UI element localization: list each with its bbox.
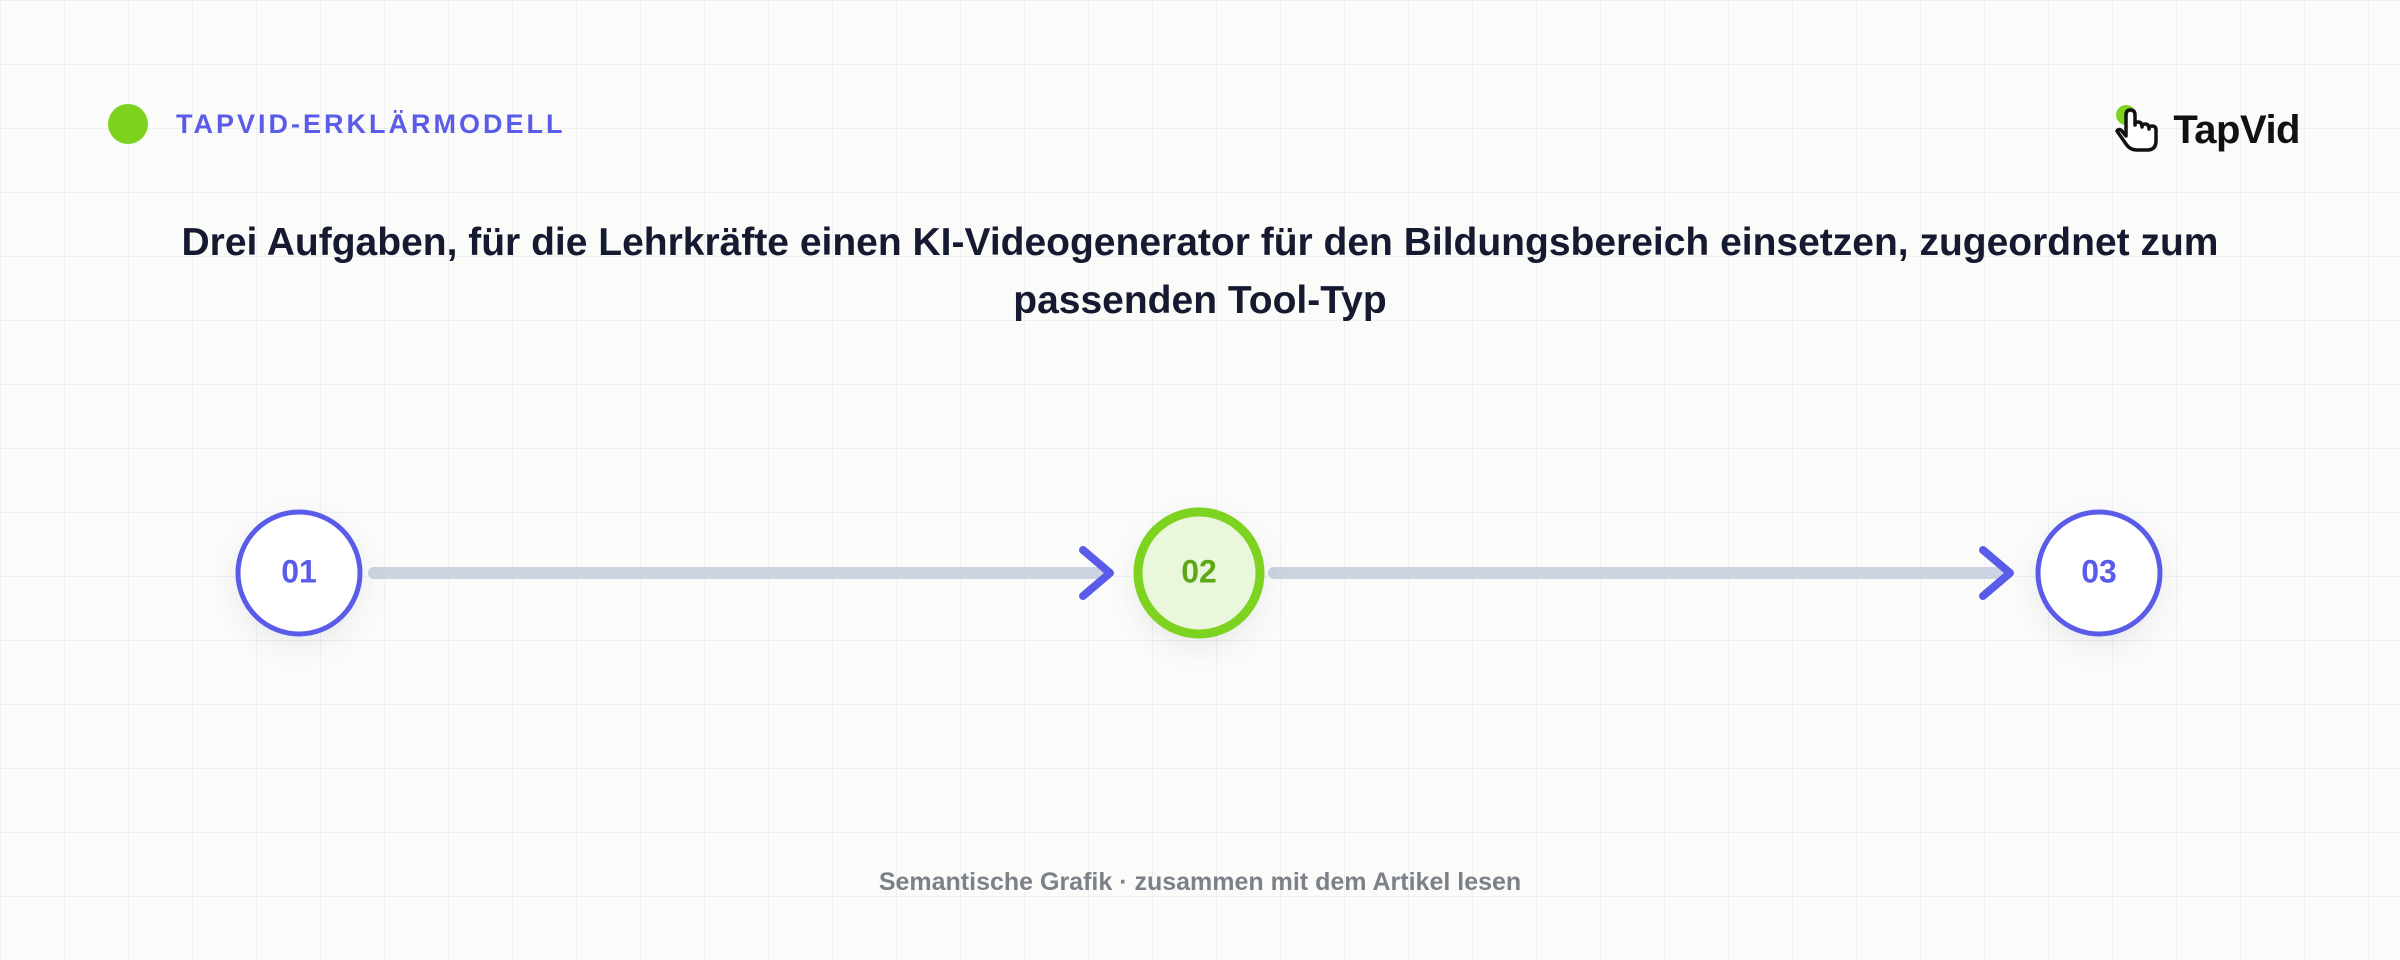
logo-wordmark: TapVid [2173, 107, 2300, 152]
step-node-circle [1133, 507, 1265, 639]
eyebrow-dot [108, 104, 148, 144]
connector-2-3 [1268, 546, 2014, 600]
step-node-circle [2035, 509, 2163, 637]
step-node-circle [235, 509, 363, 637]
brand-logo: TapVid [2111, 100, 2300, 160]
eyebrow-label: TAPVID-ERKLÄRMODELL [176, 108, 566, 139]
pointing-hand-icon [2115, 105, 2159, 152]
eyebrow: TAPVID-ERKLÄRMODELL [108, 104, 565, 144]
step-node-label: 03 [2081, 553, 2117, 589]
step-node-label: 01 [281, 553, 317, 589]
step-node-3: 03 [2035, 509, 2163, 637]
step-node-1: 01 [235, 509, 363, 637]
footer-note: Semantische Grafik · zusammen mit dem Ar… [878, 868, 1522, 896]
step-node-2: 02 [1133, 507, 1265, 639]
step-node-label: 02 [1181, 553, 1217, 589]
connector-1-2 [368, 546, 1114, 600]
diagram-title: Drei Aufgaben, für die Lehrkräfte einen … [181, 221, 2219, 322]
